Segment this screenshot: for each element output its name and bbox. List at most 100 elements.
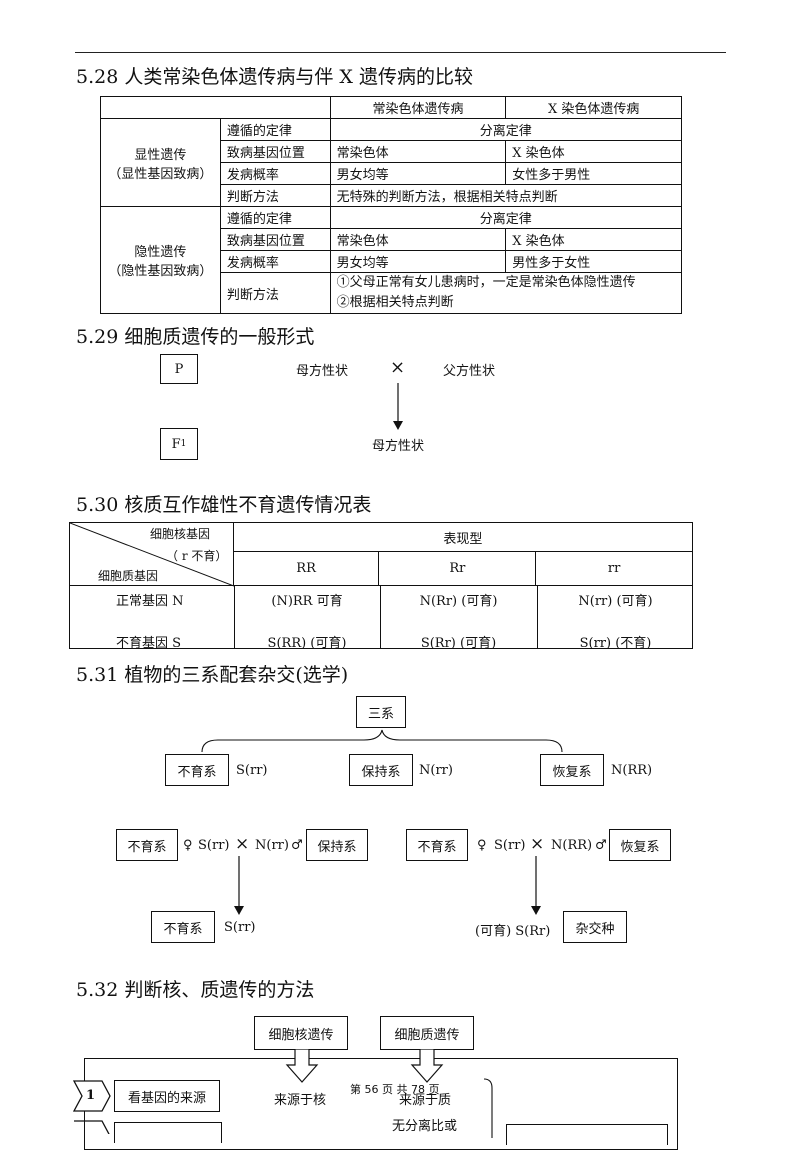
table-corner — [100, 96, 331, 119]
cell: N(rr) (可育) — [578, 594, 653, 609]
recessive-label: 隐性遗传 （隐性基因致病） — [100, 206, 221, 314]
female-icon: ♀ — [183, 838, 193, 853]
cell: 分离定律 — [329, 206, 683, 229]
cross1-sterile-box: 不育系 — [116, 829, 178, 861]
col-header: rr — [535, 551, 693, 586]
cross1-maintainer-box: 保持系 — [306, 829, 368, 861]
section-title-5-29: 5.29 细胞质遗传的一般形式 — [76, 326, 315, 348]
cell: (N)RR 可育 — [271, 594, 343, 609]
cell: N(Rr) (可育) — [419, 594, 498, 609]
result1-sterile-box: 不育系 — [151, 911, 215, 943]
female-icon: ♀ — [477, 838, 487, 853]
cell: 男性多于女性 — [505, 250, 682, 273]
sterile-genotype: S(rr) — [236, 763, 268, 778]
col-header: Rr — [378, 551, 537, 586]
p-box: P — [160, 354, 198, 384]
cell: S(Rr) (可育) — [420, 636, 497, 651]
hollow-down-arrow — [285, 1049, 319, 1083]
three-lines-box: 三系 — [356, 696, 406, 728]
cross2-restorer-box: 恢复系 — [609, 829, 671, 861]
cross1-female-genotype: S(rr) — [198, 838, 230, 853]
cell: 男女均等 — [329, 162, 507, 185]
step1-box: 看基因的来源 — [114, 1080, 220, 1112]
step-badge — [74, 1120, 110, 1134]
header-rule — [75, 52, 726, 53]
no-ratio: 无分离比或 — [392, 1119, 458, 1134]
step-badge — [72, 1080, 111, 1112]
offspring-trait: 母方性状 — [372, 439, 425, 454]
col-header: X 染色体遗传病 — [505, 96, 682, 119]
cell: ①父母正常有女儿患病时，一定是常染色体隐性遗传 ②根据相关特点判断 — [329, 272, 683, 314]
section-title-5-28: 5.28 人类常染色体遗传病与伴 X 遗传病的比较 — [76, 66, 473, 88]
diag-top: 细胞核基因 — [150, 527, 211, 541]
row-key: 判断方法 — [219, 272, 331, 314]
from-cytoplasm: 来源于质 — [399, 1093, 452, 1108]
section-title-5-31: 5.31 植物的三系配套杂交(选学) — [76, 664, 349, 686]
sterile-line-box: 不育系 — [165, 754, 229, 786]
cross1-male-genotype: N(rr) — [255, 838, 289, 853]
row-key: 致病基因位置 — [219, 140, 331, 163]
bracket — [483, 1078, 493, 1138]
row-key: 判断方法 — [219, 184, 331, 207]
male-sterility-table: 细胞核基因 （ r 不育） 细胞质基因 表现型 RR Rr rr 正常基因 N … — [69, 521, 694, 651]
dominant-label: 显性遗传 （显性基因致病） — [100, 118, 221, 207]
hollow-down-arrow — [410, 1049, 444, 1083]
cell: X 染色体 — [505, 228, 682, 251]
step-number: 1 — [86, 1088, 96, 1103]
genotype-rows: 正常基因 N (N)RR 可育 N(Rr) (可育) N(rr) (可育) 不育… — [69, 585, 693, 651]
father-trait: 父方性状 — [443, 364, 496, 379]
maintainer-genotype: N(rr) — [419, 763, 453, 778]
page-number: 第 56 页 共 78 页 — [350, 1083, 440, 1096]
restorer-line-box: 恢复系 — [540, 754, 604, 786]
section-title-5-32: 5.32 判断核、质遗传的方法 — [76, 979, 315, 1001]
cross-symbol: × — [235, 834, 250, 854]
result2-genotype: (可育) S(Rr) — [475, 924, 551, 939]
nuclear-inheritance-box: 细胞核遗传 — [254, 1016, 348, 1050]
cross2-male-genotype: N(RR) — [551, 838, 593, 853]
from-nucleus: 来源于核 — [274, 1093, 327, 1108]
cell: 女性多于男性 — [505, 162, 682, 185]
phenotype-header: 表现型 — [232, 521, 694, 553]
row-key: 遵循的定律 — [219, 206, 331, 229]
maintainer-line-box: 保持系 — [349, 754, 413, 786]
cyto-inheritance-box: 细胞质遗传 — [380, 1016, 474, 1050]
cross2-sterile-box: 不育系 — [406, 829, 468, 861]
male-icon: ♂ — [291, 838, 303, 853]
col-header: 常染色体遗传病 — [329, 96, 507, 119]
cross-symbol: × — [530, 834, 545, 854]
autosomal-vs-x-table: 常染色体遗传病 X 染色体遗传病 显性遗传 （显性基因致病） 遵循的定律 分离定… — [100, 96, 683, 314]
result1-genotype: S(rr) — [224, 920, 256, 935]
step2-box — [114, 1122, 222, 1143]
down-arrow — [393, 383, 403, 430]
section-title-5-30: 5.30 核质互作雄性不育遗传情况表 — [76, 494, 372, 516]
diagonal-header: 细胞核基因 （ r 不育） 细胞质基因 — [69, 522, 234, 587]
cross-symbol: × — [390, 357, 406, 378]
hybrid-box: 杂交种 — [563, 911, 627, 943]
diag-mid: （ r 不育） — [166, 549, 228, 563]
cross2-female-genotype: S(rr) — [494, 838, 526, 853]
cell: X 染色体 — [505, 140, 682, 163]
cell: 分离定律 — [329, 118, 683, 141]
row-key: 发病概率 — [219, 250, 331, 273]
mother-trait: 母方性状 — [296, 364, 349, 379]
cell: S(RR) (可育) — [267, 636, 347, 651]
down-arrow — [531, 856, 541, 915]
col-header: RR — [232, 551, 380, 586]
row-key: 发病概率 — [219, 162, 331, 185]
cell: 无特殊的判断方法，根据相关特点判断 — [329, 184, 683, 207]
cell: 常染色体 — [329, 140, 507, 163]
cell: 男女均等 — [329, 250, 507, 273]
row-label: 不育基因 S — [116, 636, 182, 651]
diag-bottom: 细胞质基因 — [98, 569, 159, 583]
cell: S(rr) (不育) — [579, 636, 652, 651]
down-arrow — [234, 856, 244, 915]
row-key: 致病基因位置 — [219, 228, 331, 251]
right-box — [506, 1124, 668, 1145]
brace — [201, 729, 563, 753]
cell: 常染色体 — [329, 228, 507, 251]
row-label: 正常基因 N — [116, 594, 184, 609]
male-icon: ♂ — [595, 838, 607, 853]
restorer-genotype: N(RR) — [611, 763, 653, 778]
row-key: 遵循的定律 — [219, 118, 331, 141]
